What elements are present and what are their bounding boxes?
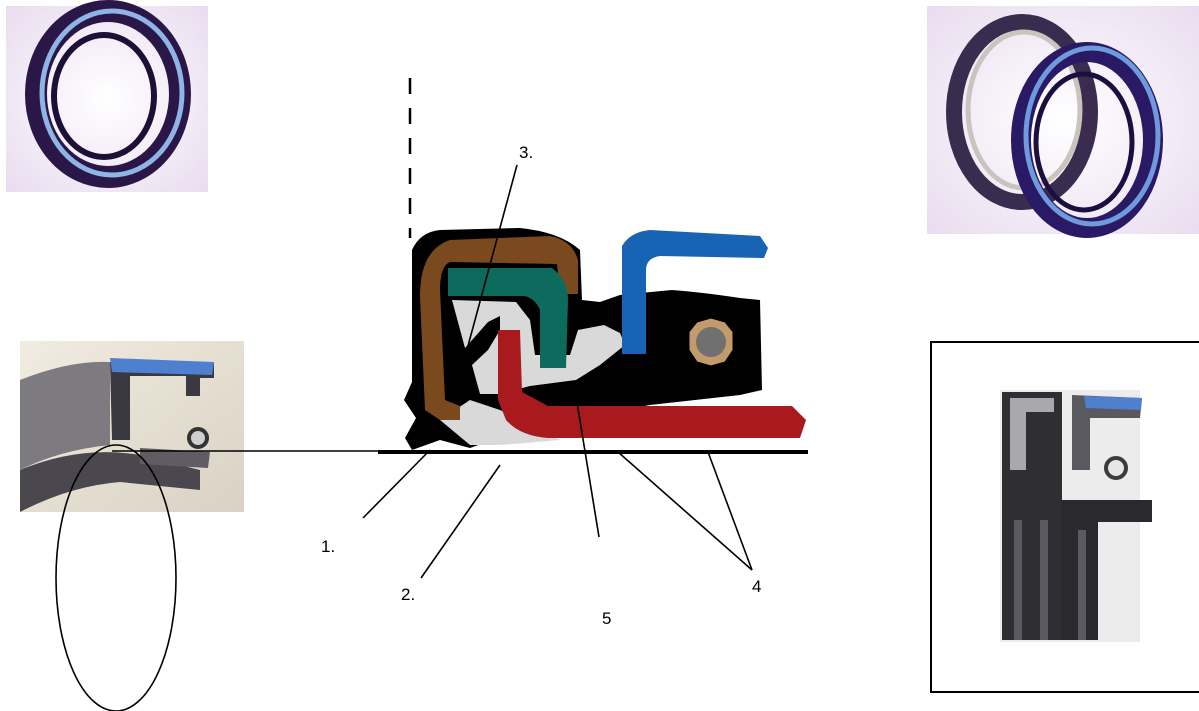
label-2: 2. — [401, 585, 415, 604]
label-5: 5 — [602, 609, 611, 628]
leader-4a — [618, 452, 752, 570]
double-seal-ring-photo — [927, 6, 1199, 234]
seal-ring-photo — [6, 6, 208, 192]
seal-cross-section — [404, 228, 806, 450]
label-3: 3. — [519, 143, 533, 162]
shaft-surface — [378, 450, 808, 454]
label-1: 1. — [321, 537, 335, 556]
label-4: 4 — [752, 577, 761, 596]
leader-1 — [363, 450, 430, 518]
leader-4b — [708, 452, 752, 570]
seal-cutaway-photo — [20, 341, 244, 512]
spring-core — [696, 327, 726, 357]
leader-2 — [421, 465, 500, 578]
seal-section-photo — [931, 342, 1199, 692]
